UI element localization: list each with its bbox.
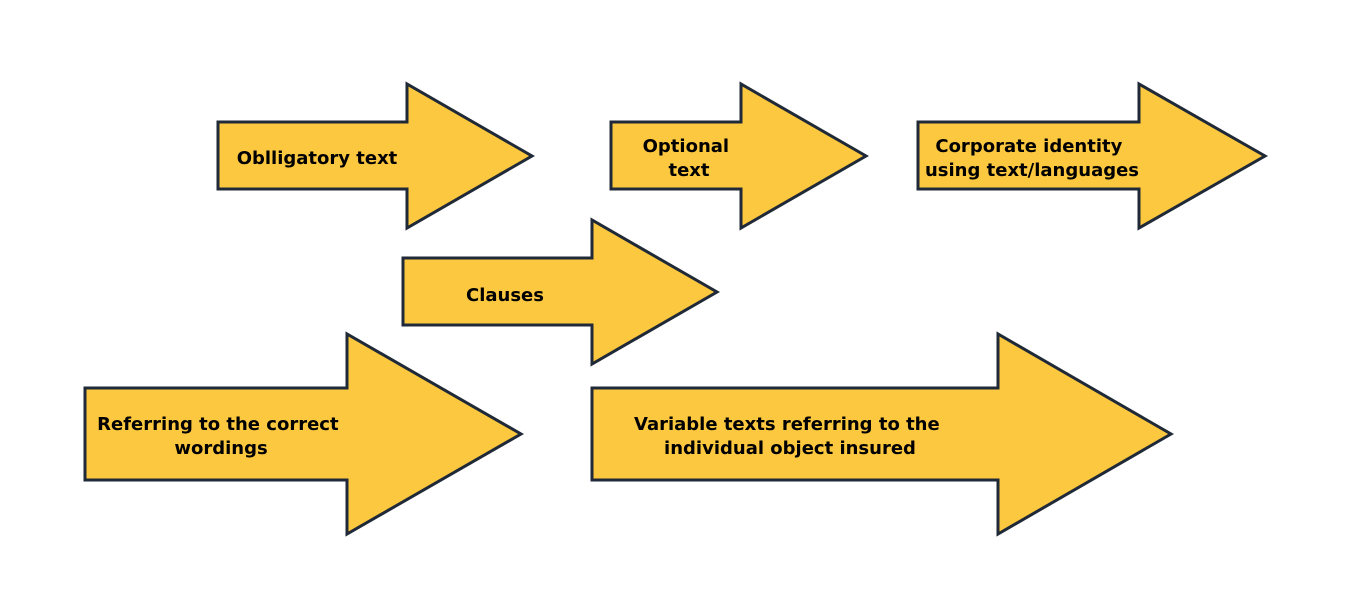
arrow-label-line: wordings (174, 438, 267, 459)
arrow-label: Referring to the correct wordings (97, 414, 345, 459)
arrow-shape (590, 331, 1174, 537)
arrow-label-line: Clauses (466, 285, 544, 306)
arrow-shape (609, 81, 870, 231)
arrow-corporate-identity: Corporate identity using text/languages (916, 81, 1269, 231)
arrow-clauses: Clauses (401, 217, 721, 367)
arrow-label-line: text (668, 160, 709, 181)
arrow-label-line: individual object insured (664, 438, 916, 459)
arrow-obligatory-text: Oblligatory text (216, 81, 536, 231)
arrow-label-line: using text/languages (925, 160, 1139, 181)
arrow-correct-wordings: Referring to the correct wordings (83, 331, 525, 537)
arrow-label: Corporate identity using text/languages (925, 136, 1139, 181)
arrow-label: Clauses (466, 285, 544, 306)
arrow-shape (83, 331, 525, 537)
arrow-label: Oblligatory text (237, 148, 398, 169)
arrow-label-line: Variable texts referring to the (634, 414, 940, 435)
arrow-shape (916, 81, 1269, 231)
arrow-shape (216, 81, 536, 231)
arrow-optional-text: Optional text (609, 81, 870, 231)
arrow-label-line: Corporate identity (935, 136, 1122, 157)
arrow-variable-texts: Variable texts referring to the individu… (590, 331, 1174, 537)
arrow-label: Variable texts referring to the individu… (634, 414, 946, 459)
arrow-label-line: Referring to the correct (97, 414, 339, 435)
arrow-label: Optional text (643, 136, 736, 181)
arrow-shape (401, 217, 721, 367)
arrow-label-line: Oblligatory text (237, 148, 398, 169)
arrow-label-line: Optional (643, 136, 729, 157)
